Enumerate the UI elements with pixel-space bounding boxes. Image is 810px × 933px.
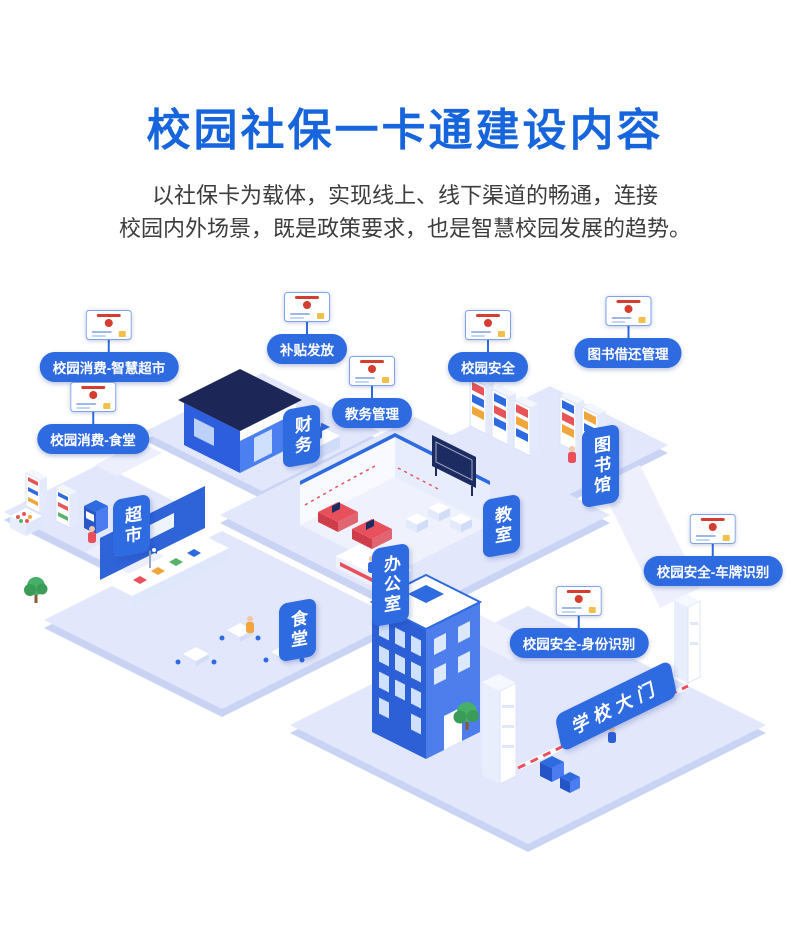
gate-booths (540, 756, 580, 793)
callout-canteen-consume: 校园消费-食堂 (37, 382, 149, 454)
area-banner-finance: 财务 (283, 403, 320, 469)
page-title: 校园社保一卡通建设内容 (146, 106, 664, 155)
callout-identity-recognition: 校园安全-身份识别 (509, 586, 649, 658)
callout-smart-supermarket: 校园消费-智慧超市 (39, 310, 179, 382)
callout-connector (371, 386, 373, 398)
social-security-card-icon (284, 292, 330, 322)
area-banner-office-label: 办公室 (381, 553, 400, 617)
callout-label-identity-recognition: 校园安全-身份识别 (509, 628, 649, 658)
callout-label-plate-recognition: 校园安全-车牌识别 (643, 556, 783, 586)
area-banner-finance-label: 财务 (292, 414, 311, 458)
supermarket-fruit-stand (10, 508, 42, 536)
callout-label-subsidy: 补贴发放 (267, 334, 347, 364)
tree-gate (453, 702, 479, 730)
social-security-card-icon (690, 514, 736, 544)
callout-label-library-manage: 图书借还管理 (574, 338, 682, 368)
social-security-card-icon (556, 586, 602, 616)
subtitle-line-1: 以社保卡为载体，实现线上、线下渠道的畅通，连接 (151, 183, 658, 208)
finance-building (178, 369, 302, 473)
social-security-card-icon (605, 296, 651, 326)
office-room (300, 433, 490, 573)
supermarket-kiosk (84, 500, 108, 534)
callout-plate-recognition: 校园安全-车牌识别 (643, 514, 783, 586)
callout-label-campus-safety: 校园安全 (448, 352, 528, 382)
area-banner-classroom-label: 教室 (492, 504, 511, 548)
callout-subsidy: 补贴发放 (267, 292, 347, 364)
tree-canteen (24, 577, 48, 603)
social-security-card-icon (465, 310, 511, 340)
social-security-card-icon (70, 382, 116, 412)
area-banner-library: 图书馆 (582, 423, 619, 509)
callout-connector (108, 340, 110, 352)
callout-label-edu-admin: 教务管理 (332, 398, 412, 428)
area-banner-classroom: 教室 (483, 493, 520, 559)
social-security-card-icon (349, 356, 395, 386)
callout-label-smart-supermarket: 校园消费-智慧超市 (39, 352, 179, 382)
area-banner-supermarket: 超市 (113, 493, 150, 559)
callout-connector (627, 326, 629, 338)
gate-pillar-right (674, 594, 701, 684)
classroom (406, 435, 476, 533)
supermarket-shelves (25, 469, 77, 529)
callout-label-canteen-consume: 校园消费-食堂 (37, 424, 149, 454)
subtitle-line-2: 校园内外场景，既是政策要求，也是智慧校园发展的趋势。 (118, 216, 691, 241)
office-desks (318, 502, 392, 549)
canteen-serving-counter (108, 536, 229, 608)
callout-connector (306, 322, 308, 334)
callout-connector (487, 340, 489, 352)
campus-illustration: 校园消费-智慧超市 校园消费-食堂 补贴发放 教务管理 (0, 270, 810, 933)
area-banner-canteen: 食堂 (279, 597, 316, 663)
page-subtitle: 以社保卡为载体，实现线上、线下渠道的畅通，连接 校园内外场景，既是政策要求，也是… (0, 179, 810, 245)
callout-connector (712, 544, 714, 556)
area-banner-canteen-label: 食堂 (288, 608, 307, 652)
callout-campus-safety: 校园安全 (448, 310, 528, 382)
area-banner-supermarket-label: 超市 (122, 504, 141, 548)
callout-connector (578, 616, 580, 628)
callout-edu-admin: 教务管理 (332, 356, 412, 428)
callout-connector (92, 412, 94, 424)
area-banner-library-label: 图书馆 (591, 434, 610, 498)
area-banner-office: 办公室 (372, 542, 409, 628)
callout-library-manage: 图书借还管理 (574, 296, 682, 368)
gate-pillar-left (482, 674, 517, 785)
social-security-card-icon (86, 310, 132, 340)
